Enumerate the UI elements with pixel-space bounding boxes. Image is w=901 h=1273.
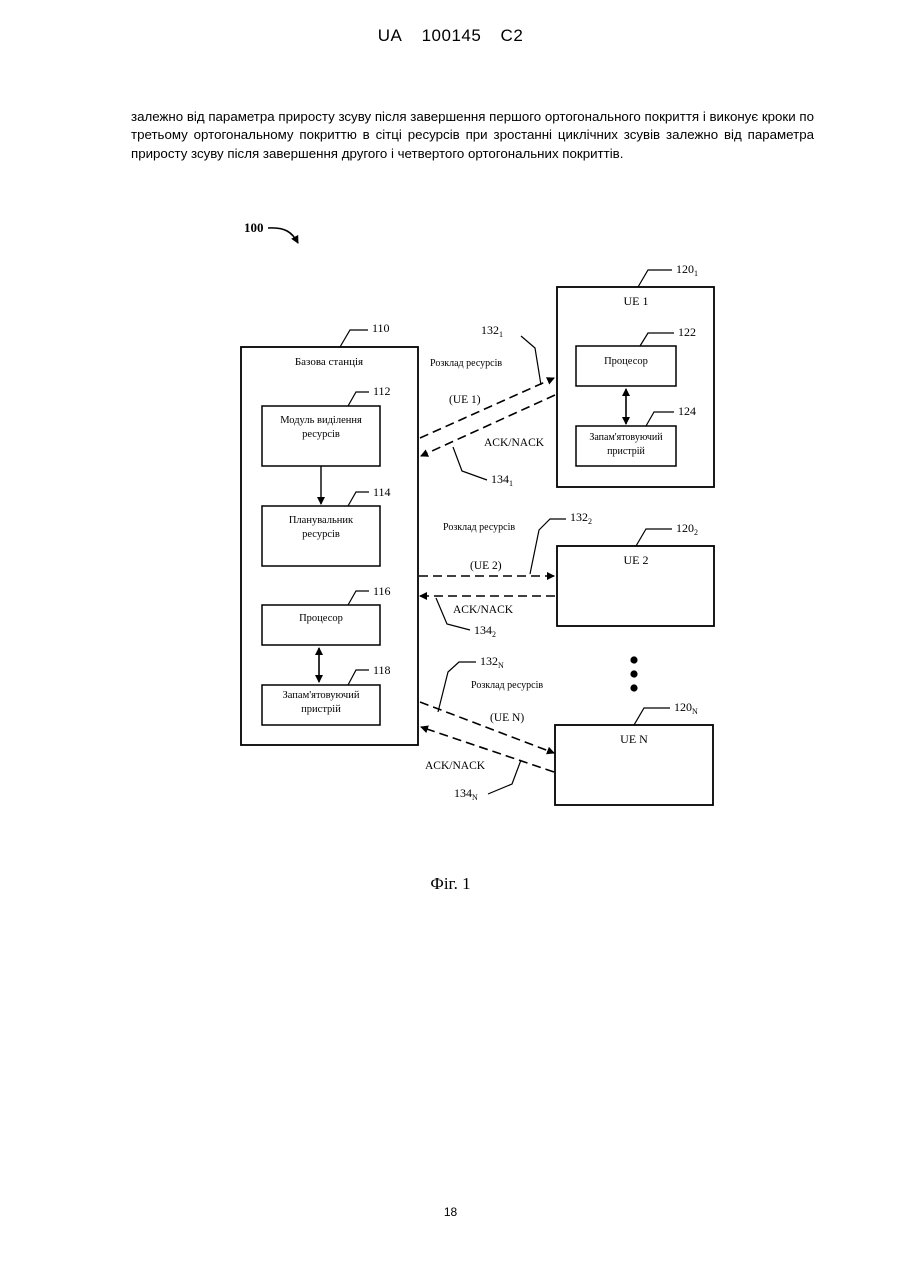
bs-processor-box [262, 605, 380, 645]
bs-processor-label: Процесор [299, 613, 343, 624]
base-station-ref-leader [340, 330, 368, 347]
ue1-title: UE 1 [624, 294, 649, 308]
ue1-memory-line2: пристрій [607, 446, 645, 457]
allocation-module-ref-leader [348, 392, 369, 406]
ueN-ack-label: ACK/NACK [425, 760, 486, 772]
ueN-ref-sub: N [692, 707, 698, 716]
scheduler-ref: 114 [373, 485, 391, 499]
bs-memory-line2: пристрій [301, 704, 341, 715]
ue1-processor-ref: 122 [678, 325, 696, 339]
scheduler-ref-leader [348, 492, 369, 506]
ue1-ack-ref-leader [453, 447, 487, 480]
ue2-tag: (UE 2) [470, 560, 502, 572]
bs-memory-ref: 118 [373, 663, 391, 677]
base-station-title: Базова станція [295, 356, 363, 368]
ueN-title: UE N [620, 732, 648, 746]
ueN-sched-ref: 132N [480, 654, 504, 670]
ue1-processor-label: Процесор [604, 356, 648, 367]
ue2-sched-ref: 1322 [570, 510, 592, 526]
ue1-ref-leader [638, 270, 672, 287]
ueN-schedule-label: Розклад ресурсів [471, 680, 543, 691]
allocation-module-ref: 112 [373, 384, 391, 398]
ue1-memory-ref-leader [646, 412, 674, 426]
page-number: 18 [0, 1205, 901, 1219]
ue1-sched-ref: 1321 [481, 323, 503, 339]
system-ref-arrow [268, 228, 298, 243]
ue2-ref-sub: 2 [694, 528, 698, 537]
ue2-title: UE 2 [624, 553, 649, 567]
ue1-tag: (UE 1) [449, 394, 481, 406]
ue1-ref: 1201 [676, 262, 698, 278]
ue1-schedule-link [420, 378, 554, 438]
bs-processor-ref-leader [348, 591, 369, 605]
more-ue-dot [630, 656, 637, 663]
ue1-memory-ref: 124 [678, 404, 696, 418]
ue1-ack-ref: 1341 [491, 472, 513, 488]
ueN-ref: 120N [674, 700, 698, 716]
ue2-ack-ref: 1342 [474, 623, 496, 639]
ueN-schedule-link [420, 702, 554, 753]
ueN-ref-leader [634, 708, 670, 725]
ue1-schedule-label: Розклад ресурсів [430, 358, 502, 369]
bs-memory-ref-leader [348, 670, 369, 685]
ue2-ref-leader [636, 529, 672, 546]
ue2-schedule-label: Розклад ресурсів [443, 522, 515, 533]
ue1-ack-label: ACK/NACK [484, 437, 545, 449]
base-station-ref: 110 [372, 321, 390, 335]
ueN-ack-ref: 134N [454, 786, 478, 802]
ue1-sched-ref-leader [521, 336, 541, 385]
scheduler-line1: Планувальник [289, 515, 354, 526]
ue2-ack-label: ACK/NACK [453, 604, 514, 616]
more-ue-dot [630, 670, 637, 677]
ue1-memory-line1: Запам'ятовуючий [589, 432, 663, 443]
figure-1-diagram: 100 Базова станція 110 Модуль виділення … [0, 0, 901, 870]
ueN-tag: (UE N) [490, 712, 524, 724]
figure-caption: Фіг. 1 [0, 874, 901, 894]
ue1-box [557, 287, 714, 487]
ue1-processor-ref-leader [640, 333, 674, 346]
ueN-ack-ref-leader [488, 760, 521, 794]
scheduler-line2: ресурсів [302, 529, 340, 540]
allocation-module-line2: ресурсів [302, 429, 340, 440]
ue2-ref: 1202 [676, 521, 698, 537]
bs-memory-line1: Запам'ятовуючий [283, 690, 360, 701]
allocation-module-line1: Модуль виділення [280, 415, 362, 426]
ue1-ref-sub: 1 [694, 269, 698, 278]
system-ref-label: 100 [244, 220, 264, 235]
more-ue-dot [630, 684, 637, 691]
bs-processor-ref: 116 [373, 584, 391, 598]
